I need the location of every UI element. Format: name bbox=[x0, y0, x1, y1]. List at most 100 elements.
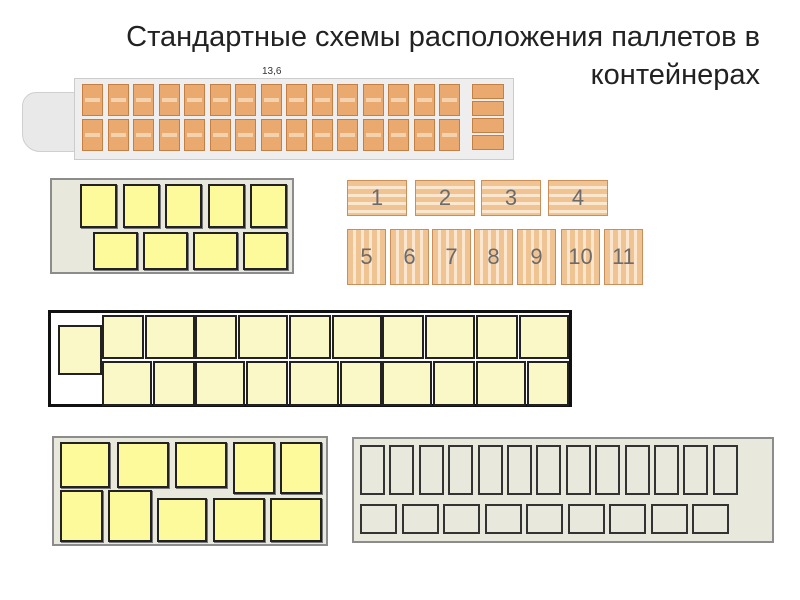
pallet bbox=[332, 315, 382, 359]
pallet bbox=[477, 445, 503, 495]
pallet bbox=[567, 504, 605, 534]
pallet bbox=[246, 361, 288, 406]
pallet-number: 2 bbox=[438, 185, 452, 210]
pallet bbox=[519, 315, 569, 359]
pallet bbox=[536, 445, 562, 495]
truck-pallet bbox=[286, 84, 307, 116]
truck-pallet bbox=[184, 84, 205, 116]
truck-pallet bbox=[439, 119, 460, 151]
pallet bbox=[58, 325, 102, 375]
truck-pallet bbox=[362, 84, 384, 116]
pallet bbox=[143, 232, 188, 270]
numbered-pallet: 9 bbox=[517, 229, 556, 285]
numbered-pallet: 10 bbox=[561, 229, 600, 285]
pallet bbox=[526, 504, 563, 534]
truck-pallet bbox=[388, 84, 409, 116]
numbered-pallet: 5 bbox=[347, 229, 386, 285]
pallet bbox=[238, 315, 288, 359]
numbered-pallet: 11 bbox=[604, 229, 643, 285]
pallet bbox=[102, 315, 144, 359]
truck-pallet bbox=[311, 119, 333, 151]
pallet-number: 11 bbox=[612, 244, 635, 269]
pallet bbox=[507, 445, 532, 495]
numbered-pallet: 3 bbox=[481, 180, 541, 216]
truck-pallet bbox=[439, 84, 460, 116]
pallet bbox=[195, 361, 245, 406]
pallet bbox=[289, 315, 331, 359]
page-title: Стандартные схемы расположения паллетов … bbox=[126, 21, 760, 91]
pallet bbox=[157, 498, 207, 542]
truck-pallet bbox=[209, 119, 231, 151]
pallet bbox=[448, 445, 474, 495]
pallet-number: 7 bbox=[445, 244, 458, 269]
truck-pallet bbox=[209, 84, 231, 116]
pallet-number: 3 bbox=[504, 185, 518, 210]
numbered-pallet: 7 bbox=[432, 229, 471, 285]
pallet bbox=[117, 442, 169, 488]
pallet bbox=[195, 315, 237, 359]
truck-pallet bbox=[311, 84, 333, 116]
truck-pallet bbox=[82, 119, 103, 151]
truck-pallet bbox=[158, 119, 180, 151]
pallet bbox=[340, 361, 382, 406]
pallet-number: 9 bbox=[530, 244, 543, 269]
pallet bbox=[443, 504, 480, 534]
pallet bbox=[624, 445, 650, 495]
pallet bbox=[102, 361, 152, 406]
truck-pallet bbox=[235, 84, 256, 116]
numbered-pallet: 4 bbox=[548, 180, 608, 216]
pallet bbox=[382, 315, 424, 359]
pallet bbox=[233, 442, 275, 494]
pallet bbox=[80, 184, 117, 228]
truck-pallet bbox=[337, 84, 358, 116]
pallet-number: 1 bbox=[370, 185, 384, 210]
pallet bbox=[280, 442, 322, 494]
pallet bbox=[250, 184, 287, 228]
pallet bbox=[650, 504, 688, 534]
pallet bbox=[484, 504, 522, 534]
pallet bbox=[270, 498, 322, 542]
pallet bbox=[654, 445, 679, 495]
pallet bbox=[712, 445, 738, 495]
pallet bbox=[683, 445, 709, 495]
truck-pallet bbox=[472, 135, 504, 150]
truck-pallet bbox=[362, 119, 384, 151]
numbered-pallet: 2 bbox=[415, 180, 475, 216]
truck-pallet bbox=[388, 119, 409, 151]
pallet bbox=[165, 184, 202, 228]
pallet bbox=[60, 442, 110, 488]
pallet bbox=[382, 361, 432, 406]
truck-pallet bbox=[107, 84, 129, 116]
truck-pallet bbox=[82, 84, 103, 116]
pallet bbox=[565, 445, 591, 495]
pallet bbox=[692, 504, 729, 534]
truck-pallet bbox=[260, 84, 282, 116]
pallet-number: 6 bbox=[403, 244, 416, 269]
pallet bbox=[175, 442, 227, 488]
pallet bbox=[93, 232, 138, 270]
pallet bbox=[401, 504, 439, 534]
pallet bbox=[595, 445, 621, 495]
truck-pallet bbox=[235, 119, 256, 151]
pallet-number: 10 bbox=[568, 244, 593, 269]
pallet bbox=[289, 361, 339, 406]
pallet bbox=[122, 184, 160, 228]
truck-pallet bbox=[472, 118, 504, 133]
pallet bbox=[476, 315, 518, 359]
pallet bbox=[243, 232, 288, 270]
truck-pallet bbox=[184, 119, 205, 151]
truck-pallet bbox=[260, 119, 282, 151]
pallet bbox=[433, 361, 475, 406]
pallet bbox=[60, 490, 103, 542]
numbered-pallet: 6 bbox=[390, 229, 429, 285]
truck-pallet bbox=[413, 119, 435, 151]
pallet bbox=[389, 445, 415, 495]
truck-pallet bbox=[107, 119, 129, 151]
truck-pallet bbox=[472, 84, 504, 99]
pallet bbox=[476, 361, 526, 406]
truck-pallet bbox=[158, 84, 180, 116]
numbered-pallet: 1 bbox=[347, 180, 407, 216]
pallet-number: 8 bbox=[487, 244, 500, 269]
pallet bbox=[527, 361, 569, 406]
pallet bbox=[425, 315, 475, 359]
